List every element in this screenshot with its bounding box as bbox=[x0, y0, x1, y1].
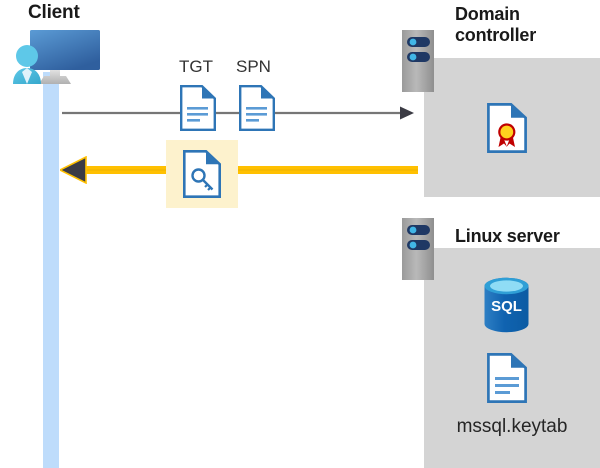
certificate-document-icon bbox=[487, 103, 527, 153]
client-workstation-user-icon bbox=[8, 24, 104, 88]
linux-server-title: Linux server bbox=[455, 226, 560, 246]
keytab-filename-caption: mssql.keytab bbox=[456, 416, 568, 437]
domain-controller-server-rack-icon bbox=[402, 30, 434, 92]
domain-controller-title: Domain controller bbox=[455, 4, 537, 45]
ticket-document-key-icon bbox=[183, 150, 221, 198]
keytab-document-icon bbox=[487, 353, 527, 403]
linux-server-rack-icon bbox=[402, 218, 434, 280]
tgt-label: TGT bbox=[179, 57, 213, 76]
client-lifeline-column bbox=[43, 72, 59, 468]
sql-label: SQL bbox=[491, 298, 522, 315]
reply-arrow bbox=[58, 155, 418, 185]
sql-database-icon: SQL bbox=[483, 277, 530, 333]
client-title: Client bbox=[28, 2, 80, 23]
spn-label: SPN bbox=[236, 57, 271, 76]
request-arrow bbox=[62, 106, 414, 120]
tgt-document-icon bbox=[180, 85, 216, 131]
spn-document-icon bbox=[239, 85, 275, 131]
